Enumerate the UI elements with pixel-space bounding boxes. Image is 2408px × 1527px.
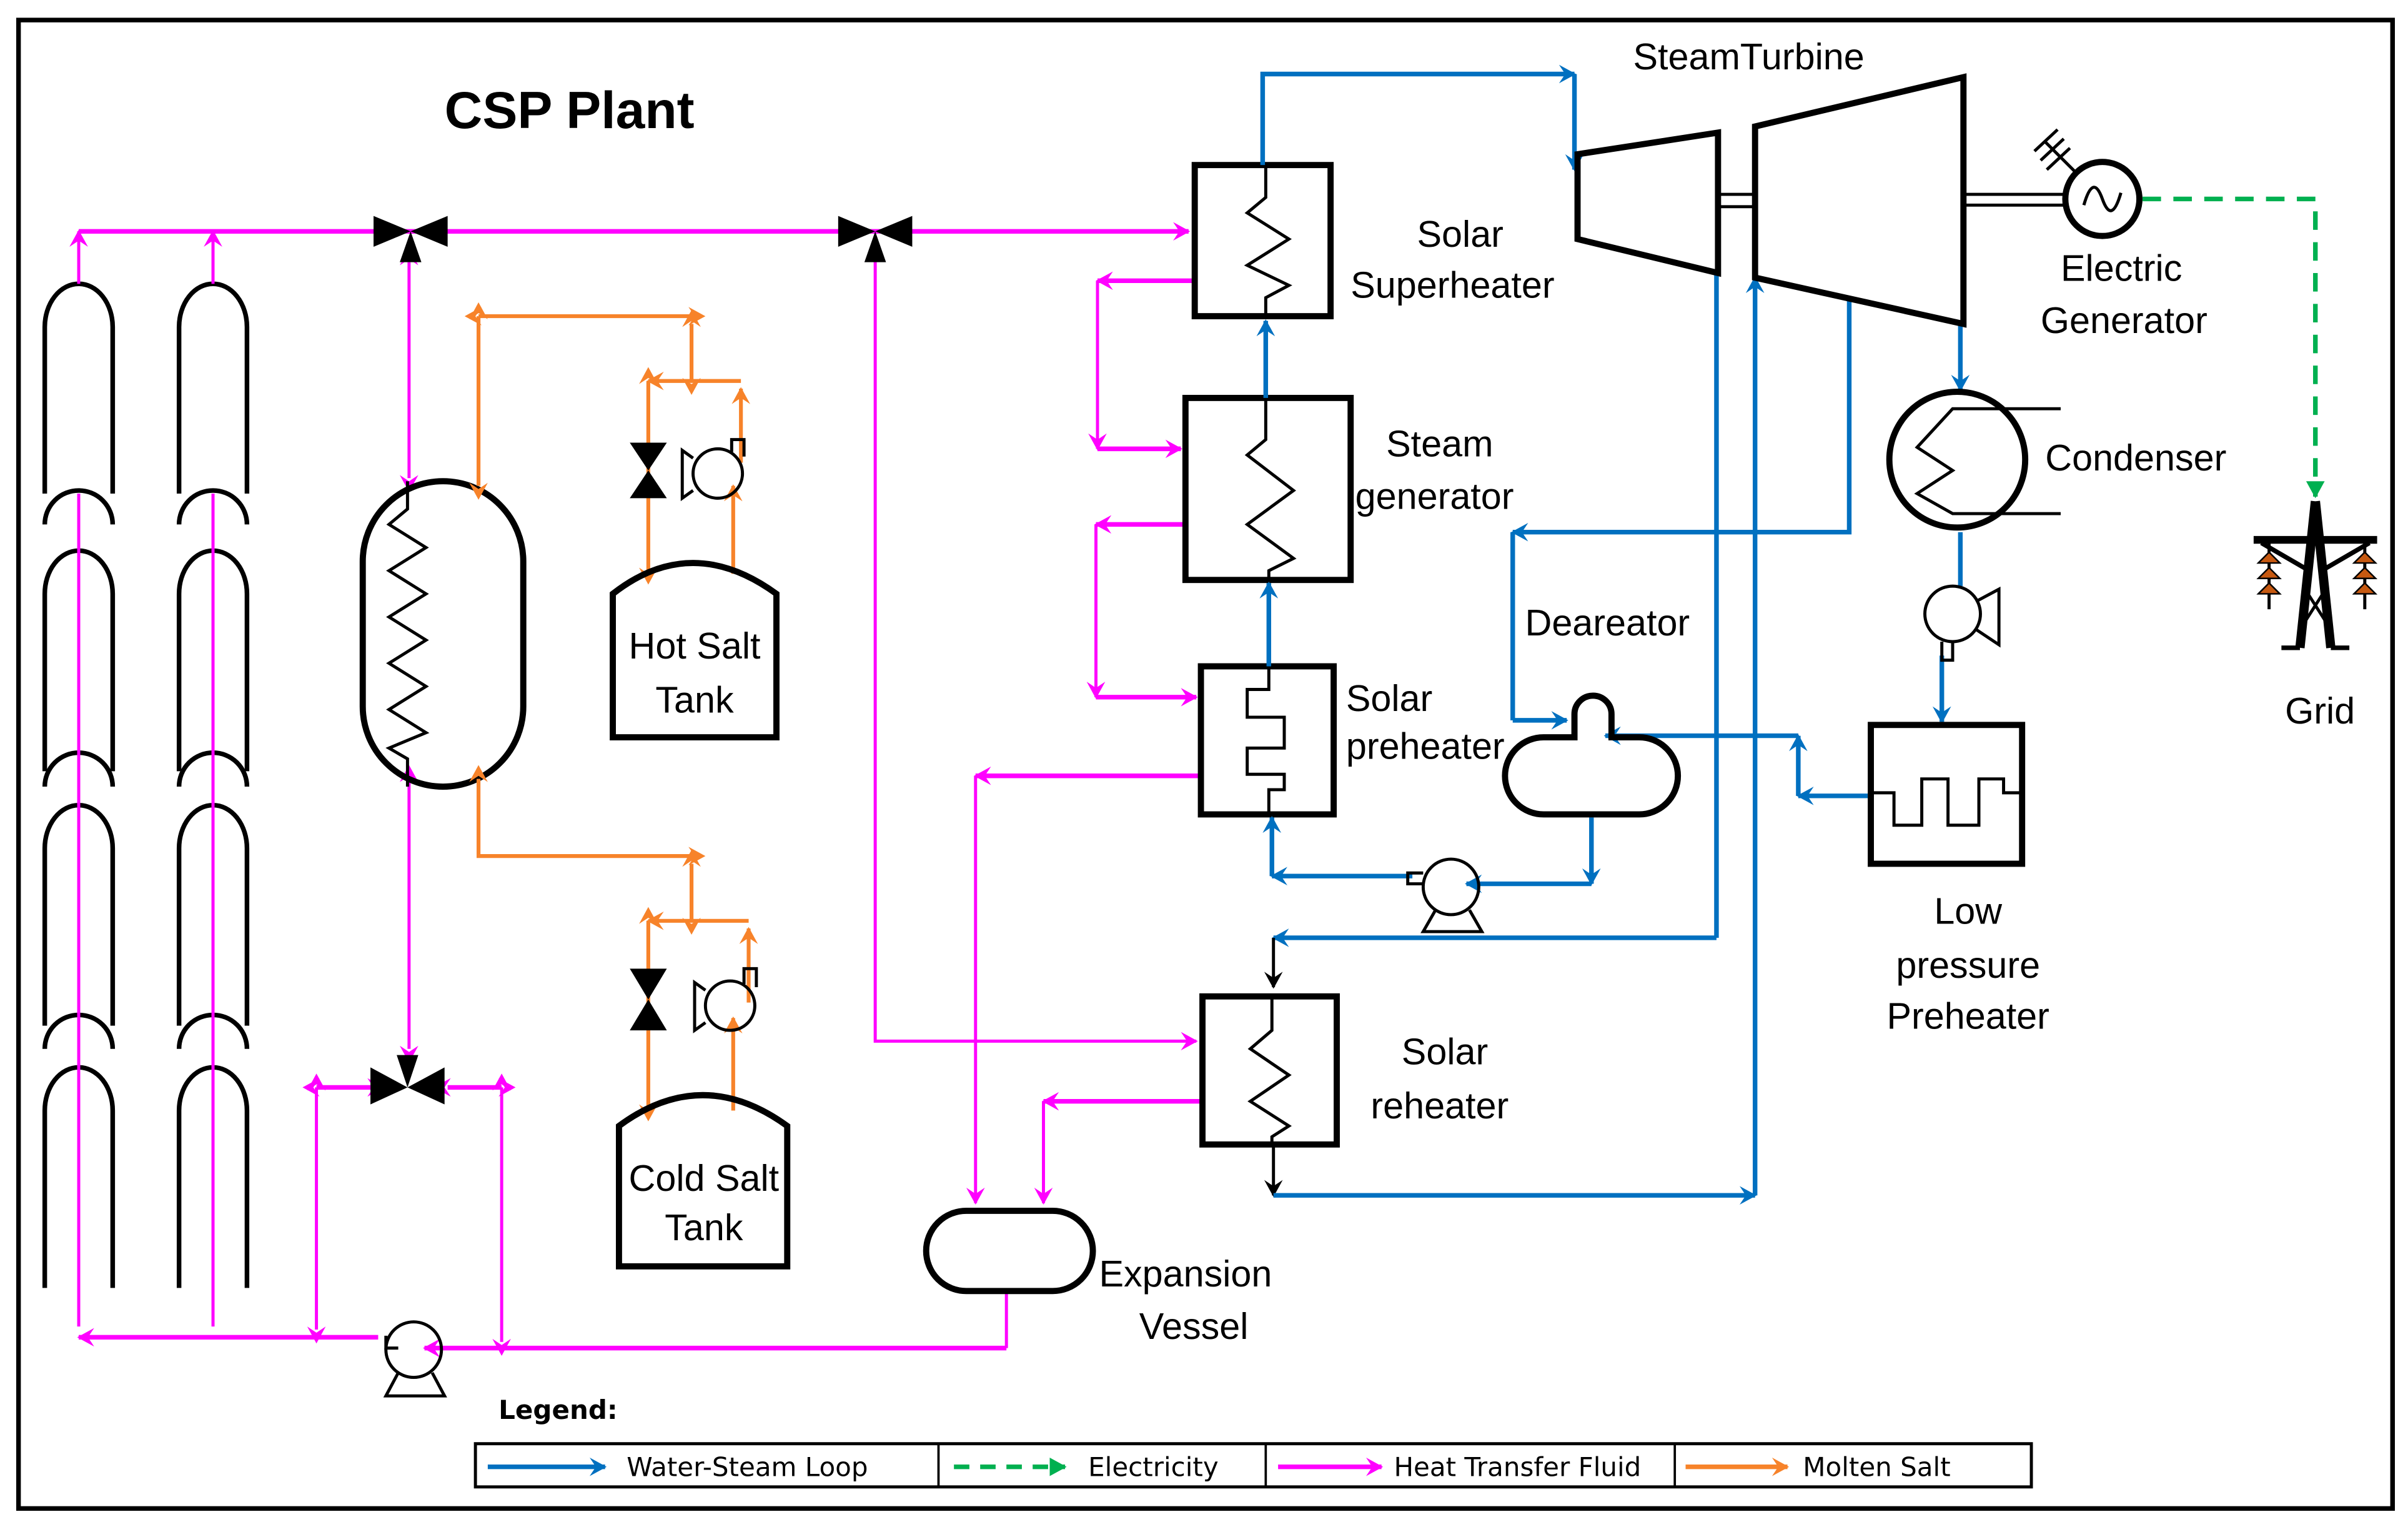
solar-superheater-label-2: Superheater xyxy=(1350,264,1554,306)
three-way-valve-bottom xyxy=(370,1055,445,1105)
hot-salt-tank-label: Hot Salt xyxy=(629,625,761,667)
storage-heat-exchanger xyxy=(359,478,527,790)
lp-preheater-label-3: Preheater xyxy=(1887,995,2049,1037)
diagram-frame xyxy=(16,17,2395,1511)
hot-salt-tank-label-2: Tank xyxy=(655,679,734,721)
solar-reheater-label: Solar xyxy=(1402,1030,1488,1072)
hot-salt-pump xyxy=(680,438,746,502)
lp-preheater-label-2: pressure xyxy=(1896,944,2040,986)
hot-salt-valve xyxy=(630,442,667,499)
legend-title: Legend: xyxy=(498,1395,618,1425)
grid-tower-icon: Grid xyxy=(2253,500,2378,732)
condensate-pump xyxy=(1923,584,2001,662)
three-way-valve-top-left xyxy=(374,216,448,262)
grid-label: Grid xyxy=(2285,690,2355,732)
feed-water-pump xyxy=(1406,857,1485,933)
condenser-label: Condenser xyxy=(2045,437,2226,479)
legend-item-heat-transfer-fluid: Heat Transfer Fluid xyxy=(1278,1452,1641,1483)
solar-superheater: Solar Superheater xyxy=(1191,162,1555,320)
solar-reheater-label-2: reheater xyxy=(1370,1085,1509,1127)
heat-transfer-fluid-lines xyxy=(77,222,1200,1358)
cold-salt-valve xyxy=(630,968,667,1031)
solar-reheater: Solar reheater xyxy=(1199,993,1509,1148)
steam-turbine-label: SteamTurbine xyxy=(1633,36,1864,77)
htf-pump xyxy=(383,1320,447,1398)
page-title: CSP Plant xyxy=(445,81,695,139)
low-pressure-preheater: Low pressure Preheater xyxy=(1868,722,2049,1037)
steam-generator-label: Steam xyxy=(1386,423,1493,465)
solar-preheater-label: Solar xyxy=(1346,677,1432,719)
water-steam-lines xyxy=(1256,64,1970,1205)
condenser: Condenser xyxy=(1886,389,2226,531)
hot-salt-tank: Hot Salt Tank xyxy=(610,560,780,740)
legend-label: Electricity xyxy=(1088,1452,1219,1483)
expansion-vessel: Expansion Vessel xyxy=(923,1207,1272,1347)
legend-label: Water-Steam Loop xyxy=(627,1452,868,1483)
legend-label: Molten Salt xyxy=(1803,1452,1950,1483)
cold-salt-tank: Cold Salt Tank xyxy=(615,1092,791,1270)
steam-generator: Steam generator xyxy=(1182,394,1514,584)
electric-generator-label-2: Generator xyxy=(2041,299,2207,341)
cold-salt-tank-label: Cold Salt xyxy=(629,1157,780,1199)
legend-item-electricity: Electricity xyxy=(954,1452,1219,1483)
solar-collector-field xyxy=(42,229,250,1327)
steam-generator-label-2: generator xyxy=(1355,475,1514,517)
solar-preheater-label-2: preheater xyxy=(1346,725,1505,767)
electricity-line xyxy=(2142,196,2325,499)
legend-item-molten-salt: Molten Salt xyxy=(1685,1452,1951,1483)
three-way-valve-top-center xyxy=(838,216,913,262)
lp-preheater-label: Low xyxy=(1934,890,2002,932)
solar-preheater: Solar preheater xyxy=(1197,663,1505,818)
expansion-vessel-label-2: Vessel xyxy=(1139,1305,1249,1347)
steam-turbine: SteamTurbine xyxy=(1574,36,2069,328)
deaerator-label: Deareator xyxy=(1525,602,1690,644)
cold-salt-tank-label-2: Tank xyxy=(665,1206,743,1248)
electric-generator-label: Electric xyxy=(2061,247,2182,289)
expansion-vessel-label: Expansion xyxy=(1099,1253,1272,1295)
cold-salt-pump xyxy=(693,967,758,1033)
solar-superheater-label: Solar xyxy=(1417,213,1504,255)
deaerator: Deareator xyxy=(1502,602,1690,818)
electric-generator: Electric Generator xyxy=(2033,128,2207,341)
legend-item-water-steam: Water-Steam Loop xyxy=(487,1452,868,1483)
legend-label: Heat Transfer Fluid xyxy=(1394,1452,1641,1483)
legend: Legend: Water-Steam Loop Electricity Hea… xyxy=(473,1395,2033,1489)
